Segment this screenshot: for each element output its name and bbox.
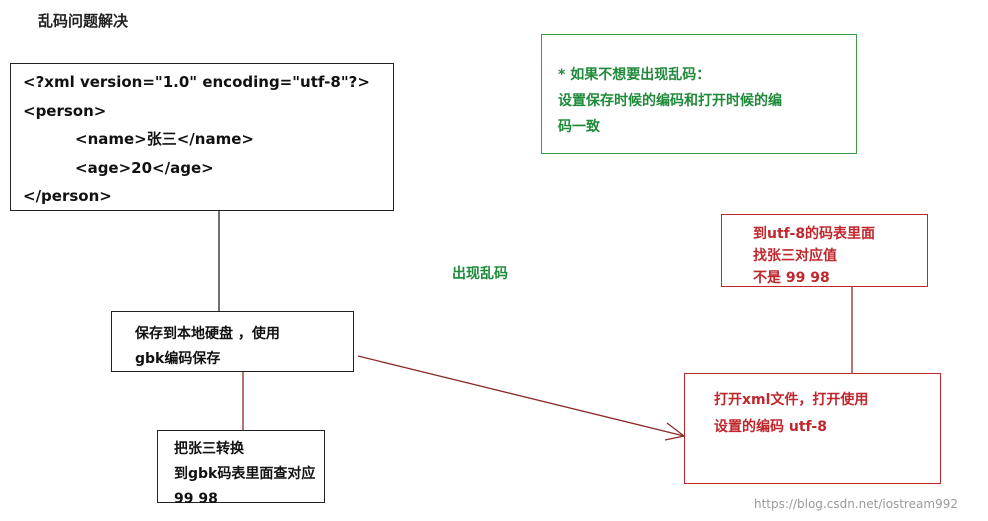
xml-person-open-line: <person> [23, 101, 107, 120]
lookup-line-1: 到utf-8的码表里面 [753, 226, 876, 242]
open-line-1: 打开xml文件，打开使用 [714, 392, 869, 408]
save-line-1: 保存到本地硬盘 ，使用 [135, 326, 280, 342]
page-title: 乱码问题解决 [38, 12, 129, 30]
encoding-tip-box: * 如果不想要出现乱码： 设置保存时候的编码和打开时候的编 码一致 [541, 34, 857, 154]
xml-name-line: <name>张三</name> [75, 130, 254, 148]
xml-code-box: <?xml version="1.0" encoding="utf-8"?> <… [10, 63, 394, 211]
tip-line-3: 码一致 [558, 119, 600, 135]
xml-age-line: <age>20</age> [75, 158, 214, 177]
watermark: https://blog.csdn.net/iostream992 [754, 497, 958, 511]
save-line-2: gbk编码保存 [135, 351, 221, 367]
convert-line-1: 把张三转换 [174, 441, 244, 457]
convert-line-2: 到gbk码表里面查对应 [174, 466, 316, 482]
arrow-save-to-open [357, 355, 685, 437]
tip-line-1: * 如果不想要出现乱码： [558, 67, 711, 83]
save-gbk-box: 保存到本地硬盘 ，使用 gbk编码保存 [111, 311, 354, 372]
utf8-lookup-box: 到utf-8的码表里面 找张三对应值 不是 99 98 [721, 214, 928, 287]
lookup-line-3: 不是 99 98 [753, 270, 830, 286]
xml-declaration-line: <?xml version="1.0" encoding="utf-8"?> [23, 73, 370, 91]
open-utf8-box: 打开xml文件，打开使用 设置的编码 utf-8 [684, 373, 941, 484]
tip-line-2: 设置保存时候的编码和打开时候的编 [558, 93, 782, 109]
arrow-head-icon [664, 422, 686, 441]
lookup-line-2: 找张三对应值 [753, 248, 837, 264]
convert-line-3: 99 98 [174, 491, 218, 507]
garbled-label: 出现乱码 [452, 266, 508, 282]
convert-gbk-box: 把张三转换 到gbk码表里面查对应 99 98 [157, 430, 325, 507]
open-line-2: 设置的编码 utf-8 [714, 419, 827, 435]
xml-person-close-line: </person> [23, 187, 112, 205]
